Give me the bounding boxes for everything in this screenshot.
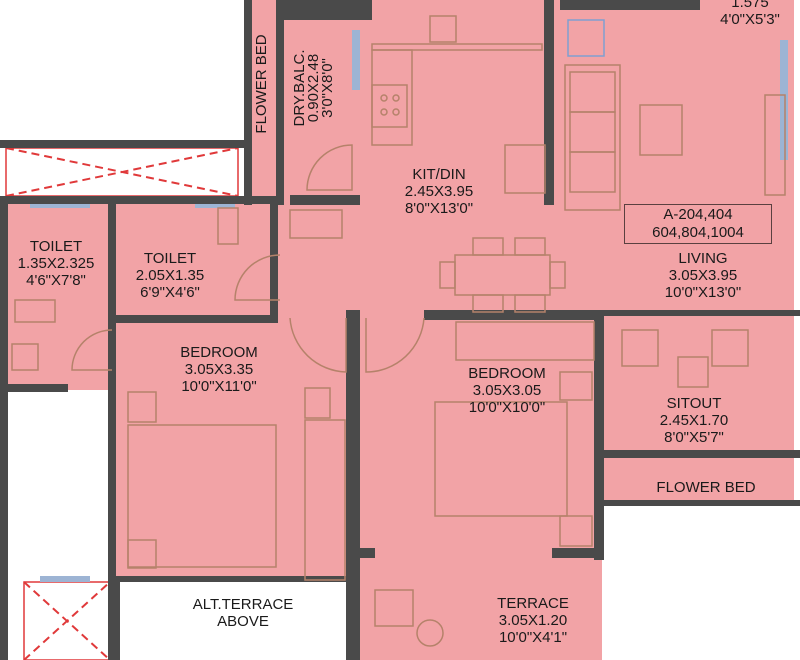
toilet-1-wc bbox=[14, 299, 56, 323]
unit-numbers-box: A-204,404 604,804,1004 bbox=[624, 204, 772, 244]
floor-bedroom-2-lower bbox=[358, 318, 602, 558]
kitchen-counter-l bbox=[371, 49, 413, 146]
alt-terrace-line-1: ALT.TERRACE bbox=[192, 596, 294, 613]
alt-terrace-area bbox=[120, 582, 352, 660]
living-imperial: 10'0"X13'0" bbox=[664, 284, 742, 301]
counter-top bbox=[371, 43, 543, 51]
alt-terrace-label: ALT.TERRACE ABOVE bbox=[193, 596, 294, 630]
bed-2 bbox=[434, 401, 568, 517]
toilet-2-imperial: 6'9"X4'6" bbox=[140, 284, 200, 301]
toilet-1-basin bbox=[11, 343, 39, 371]
room-label-terrace: TERRACE 3.05X1.20 10'0"X4'1" bbox=[497, 595, 569, 646]
terrace-metric: 3.05X1.20 bbox=[498, 612, 568, 629]
bed-1 bbox=[127, 424, 277, 568]
study-chair bbox=[304, 387, 331, 419]
fridge bbox=[504, 144, 546, 194]
dry-balc-imperial: 3'0"X8'0" bbox=[319, 58, 336, 118]
bedroom-1-imperial: 10'0"X11'0" bbox=[181, 378, 257, 395]
toilet-1-name: TOILET bbox=[29, 238, 83, 255]
room-label-living: LIVING 3.05X3.95 10'0"X13'0" bbox=[665, 250, 741, 301]
flower-bed-vertical-label: FLOWER BED bbox=[253, 34, 270, 134]
coffee-table bbox=[639, 104, 683, 156]
lower-left-void bbox=[0, 390, 108, 660]
room-label-bedroom-1: BEDROOM 3.05X3.35 10'0"X11'0" bbox=[180, 344, 258, 395]
terrace-chair bbox=[374, 589, 414, 627]
floor-toilet-2 bbox=[112, 200, 282, 325]
bedroom-2-metric: 3.05X3.05 bbox=[472, 382, 542, 399]
bedroom-1-name: BEDROOM bbox=[180, 344, 258, 361]
vanity bbox=[289, 209, 343, 239]
terrace-name: TERRACE bbox=[497, 595, 569, 612]
room-label-bedroom-2: BEDROOM 3.05X3.05 10'0"X10'0" bbox=[468, 365, 546, 416]
sitout-metric: 2.45X1.70 bbox=[659, 412, 729, 429]
unit-numbers-line-1: A-204,404 bbox=[663, 206, 733, 223]
sink bbox=[429, 15, 457, 43]
dry-balcony-label: DRY.BALC. 0.90X2.48 3'0"X8'0" bbox=[291, 50, 336, 127]
alt-terrace-line-2: ABOVE bbox=[217, 613, 269, 630]
toilet-1-metric: 1.35X2.325 bbox=[17, 255, 95, 272]
toilet-2-name: TOILET bbox=[143, 250, 197, 267]
kit-din-name: KIT/DIN bbox=[412, 166, 466, 183]
room-label-kit-din: KIT/DIN 2.45X3.95 8'0"X13'0" bbox=[405, 166, 473, 217]
tv-unit bbox=[764, 94, 786, 196]
sitout-chair-2 bbox=[711, 329, 749, 367]
door-swings bbox=[71, 144, 425, 373]
room-label-top-right: 1.575 4'0"X5'3" bbox=[720, 0, 780, 28]
flower-bed-horizontal-label: FLOWER BED bbox=[656, 479, 756, 496]
sofa bbox=[564, 64, 621, 211]
toilet-2-seat bbox=[217, 207, 239, 245]
living-name: LIVING bbox=[678, 250, 728, 267]
toilet-1-imperial: 4'6"X7'8" bbox=[26, 272, 86, 289]
bedroom-1-metric: 3.05X3.35 bbox=[184, 361, 254, 378]
bedroom-2-imperial: 10'0"X10'0" bbox=[468, 399, 546, 416]
room-label-sitout: SITOUT 2.45X1.70 8'0"X5'7" bbox=[660, 395, 728, 446]
sitout-name: SITOUT bbox=[666, 395, 722, 412]
duct-markers bbox=[5, 147, 239, 660]
toilet-2-metric: 2.05X1.35 bbox=[135, 267, 205, 284]
kit-din-imperial: 8'0"X13'0" bbox=[404, 200, 474, 217]
furniture bbox=[11, 15, 786, 647]
terrace-imperial: 10'0"X4'1" bbox=[498, 629, 568, 646]
top-right-metric: 1.575 bbox=[731, 0, 769, 11]
bedroom-2-name: BEDROOM bbox=[468, 365, 546, 382]
right-lower-void bbox=[602, 505, 800, 660]
sitout-imperial: 8'0"X5'7" bbox=[664, 429, 724, 446]
room-label-toilet-2: TOILET 2.05X1.35 6'9"X4'6" bbox=[136, 250, 204, 301]
sitout-chair-1 bbox=[621, 329, 659, 367]
wardrobe-1 bbox=[304, 419, 346, 581]
room-label-toilet-1: TOILET 1.35X2.325 4'6"X7'8" bbox=[18, 238, 95, 289]
blue-sink bbox=[567, 19, 605, 57]
unit-numbers-line-2: 604,804,1004 bbox=[652, 224, 744, 241]
living-metric: 3.05X3.95 bbox=[668, 267, 738, 284]
top-left-void bbox=[0, 0, 244, 145]
kit-din-metric: 2.45X3.95 bbox=[404, 183, 474, 200]
wardrobe-2 bbox=[455, 321, 595, 361]
floor-toilet-1 bbox=[0, 200, 112, 390]
sitout-table bbox=[677, 356, 709, 388]
top-right-imperial: 4'0"X5'3" bbox=[720, 11, 780, 28]
